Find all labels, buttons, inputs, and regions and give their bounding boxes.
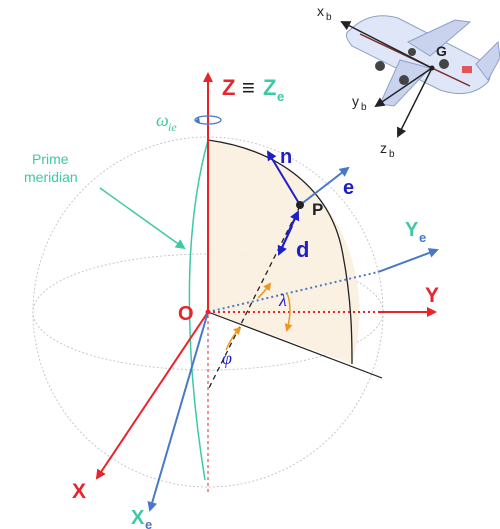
ye-axis-arrow [377,248,439,273]
phi-angle-arc [225,326,242,351]
xe-axis-subscript: e [145,517,152,529]
rotation-arrow-icon [195,117,200,123]
x-axis-label: X [72,480,86,503]
xb-subscript: b [326,12,332,23]
e-label: e [343,177,354,199]
e-vector-arrow [299,166,350,206]
xe-axis-arrow [147,311,209,512]
origin-label: O [178,303,194,325]
airplane-engine-2 [399,75,409,85]
meridian-sector [208,140,360,364]
d-vector-arrow-back [277,225,293,256]
ye-axis-dotted [207,271,379,313]
y-axis-label: Y [425,284,439,307]
meridian-plane-line [207,311,383,379]
ye-axis-subscript: e [419,230,426,245]
yb-subscript: b [361,102,367,113]
ze-axis-subscript: e [277,89,284,104]
airplane-wing-upper [406,19,472,57]
yb-label: y [352,93,359,109]
g-label: G [436,43,447,59]
airplane-fuselage [346,15,491,95]
airplane-tail-mark [462,66,472,73]
prime-meridian-pointer [99,187,186,250]
meridian-label: meridian [24,169,78,185]
lambda-angle-arc [284,292,293,332]
cg-point [429,65,435,71]
x-axis-arrow [95,311,209,480]
omega-label: ω [156,110,169,130]
ze-axis-label: Z [263,75,276,100]
local-meridian-arc [207,139,353,365]
zb-subscript: b [389,149,395,160]
ye-angle-arc [257,282,272,299]
xe-axis-label: X [131,507,145,529]
airplane-engine-3 [439,59,449,69]
xb-label: x [317,3,324,19]
airplane-tail [475,40,500,81]
ye-axis-label: Y [405,219,419,241]
p-label: P [312,200,323,219]
d-label: d [296,237,309,262]
zb-axis-arrow [397,67,433,138]
prime-label: Prime [32,151,69,167]
n-vector-arrow [266,150,301,206]
yb-axis-arrow [374,67,433,108]
rotation-icon [194,115,222,125]
airplane-engine-1 [375,61,385,71]
airplane-engine-4 [408,48,416,56]
phi-label: φ [222,348,232,368]
z-axis-label: Z [222,75,235,100]
origin-point [205,309,211,315]
omega-subscript: ie [168,120,177,134]
prime-meridian-line [188,139,209,481]
equiv-symbol: ≡ [242,75,255,100]
n-label: n [280,146,292,168]
zb-label: z [380,140,387,156]
lambda-label: λ [278,290,287,310]
projection-line [207,205,301,391]
airplane-illustration [346,15,500,107]
point-p [296,201,304,209]
xb-axis-arrow [340,21,433,69]
